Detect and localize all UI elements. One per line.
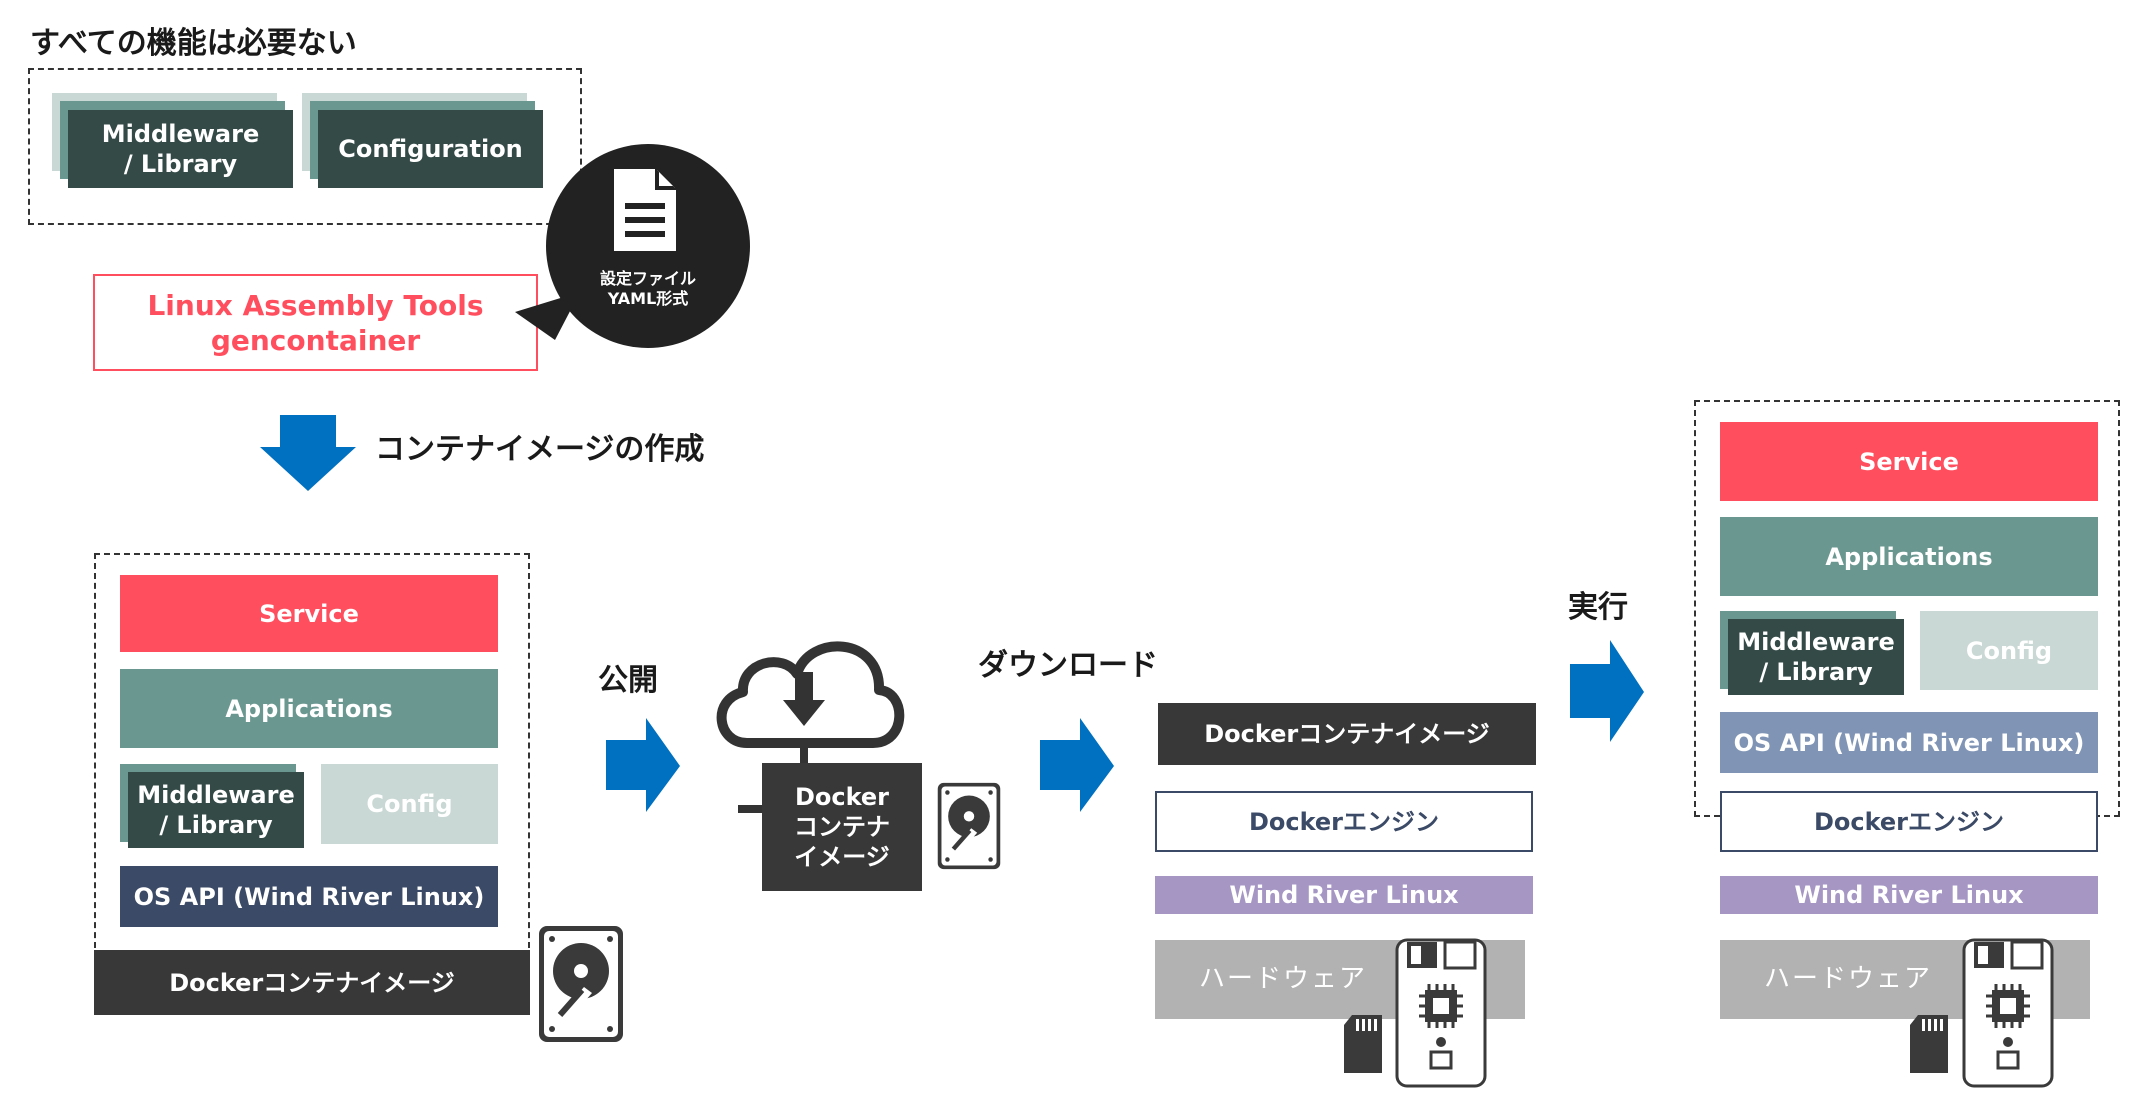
cloud-connector bbox=[738, 805, 768, 813]
right-applications-box: Applications bbox=[1720, 517, 2098, 596]
config-file-label: 設定ファイル YAML形式 bbox=[560, 264, 736, 314]
download-label: ダウンロード bbox=[978, 648, 1158, 683]
cloud-download-icon bbox=[716, 641, 905, 783]
download-arrow bbox=[1040, 718, 1114, 812]
device-wind-river-box: Wind River Linux bbox=[1155, 876, 1533, 914]
heading-not-all-features: すべての機能は必要ない bbox=[30, 26, 357, 61]
device-hardware-label: ハードウェア bbox=[1199, 964, 1368, 995]
optional-components-group: Middleware / Library Configuration bbox=[28, 68, 582, 225]
docker-container-image-box: Docker コンテナ イメージ bbox=[762, 763, 922, 891]
run-arrow bbox=[1570, 640, 1644, 742]
right-hardware-label: ハードウェア bbox=[1764, 964, 1933, 995]
left-os-api-box: OS API (Wind River Linux) bbox=[120, 866, 498, 927]
device-docker-image-box: Dockerコンテナイメージ bbox=[1158, 703, 1536, 765]
create-image-arrow bbox=[260, 415, 356, 491]
left-docker-image-box: Dockerコンテナイメージ bbox=[94, 950, 530, 1015]
publish-label: 公開 bbox=[598, 663, 658, 698]
right-service-box: Service bbox=[1720, 422, 2098, 501]
document-icon bbox=[614, 169, 676, 251]
device-docker-engine-box: Dockerエンジン bbox=[1155, 791, 1533, 852]
middleware-library-box: Middleware / Library bbox=[68, 110, 293, 188]
config-file-line2: YAML形式 bbox=[607, 289, 689, 308]
run-label: 実行 bbox=[1568, 590, 1628, 625]
create-image-label: コンテナイメージの作成 bbox=[375, 432, 705, 467]
circuit-board-icon bbox=[1962, 938, 2054, 1088]
sd-card-icon bbox=[1344, 1015, 1382, 1073]
right-docker-engine-box: Dockerエンジン bbox=[1720, 791, 2098, 852]
right-wind-river-box: Wind River Linux bbox=[1720, 876, 2098, 914]
linux-assembly-tools-box: Linux Assembly Tools gencontainer bbox=[93, 274, 538, 371]
configuration-box: Configuration bbox=[318, 110, 543, 188]
config-file-line1: 設定ファイル bbox=[599, 269, 696, 288]
hard-disk-icon bbox=[937, 782, 1001, 870]
hard-disk-icon bbox=[539, 926, 623, 1042]
right-middleware-box: Middleware / Library bbox=[1728, 619, 1904, 695]
left-applications-box: Applications bbox=[120, 669, 498, 748]
left-config-box: Config bbox=[321, 764, 498, 844]
linux-assembly-tools-label: Linux Assembly Tools bbox=[147, 288, 484, 322]
sd-card-icon bbox=[1910, 1015, 1948, 1073]
left-service-box: Service bbox=[120, 575, 498, 652]
publish-arrow bbox=[606, 718, 680, 812]
gencontainer-label: gencontainer bbox=[210, 323, 421, 357]
right-config-box: Config bbox=[1920, 611, 2098, 690]
circuit-board-icon bbox=[1395, 938, 1487, 1088]
right-os-api-box: OS API (Wind River Linux) bbox=[1720, 712, 2098, 773]
left-middleware-box: Middleware / Library bbox=[128, 772, 304, 848]
